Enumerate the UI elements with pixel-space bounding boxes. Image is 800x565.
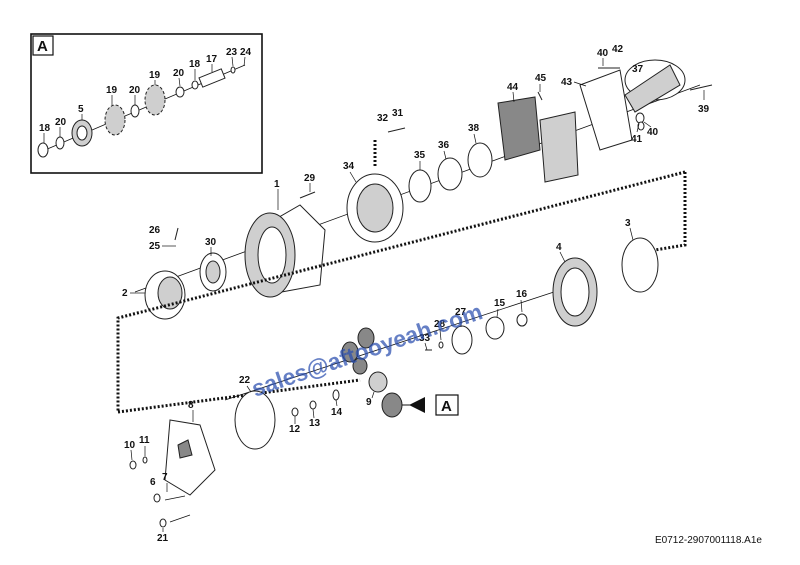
label-7: 7 — [162, 472, 168, 483]
label-23: 23 — [226, 47, 238, 58]
label-35: 35 — [414, 150, 426, 161]
label-36: 36 — [438, 140, 450, 151]
label-21: 21 — [157, 533, 169, 544]
label-44: 44 — [507, 82, 519, 93]
part-15 — [485, 316, 505, 340]
part-36 — [437, 157, 463, 191]
part-3-ring — [621, 237, 659, 293]
part-8-cover — [164, 419, 216, 496]
label-39: 39 — [698, 104, 710, 115]
label-19: 19 — [106, 85, 118, 96]
label-18: 18 — [189, 59, 201, 70]
label-4: 4 — [556, 242, 562, 253]
label-6: 6 — [150, 477, 156, 488]
detail-box-tag: A — [37, 38, 48, 55]
watermark: sales@aftooyeah.com — [248, 298, 486, 401]
label-10: 10 — [124, 440, 136, 451]
label-31: 31 — [392, 108, 404, 119]
label-29: 29 — [304, 173, 316, 184]
label-34: 34 — [343, 161, 355, 172]
label-27: 27 — [455, 307, 467, 318]
upper-labels: 1 2 3 4 26 25 30 29 34 35 36 38 32 31 44… — [122, 44, 710, 299]
label-8: 8 — [188, 400, 194, 411]
label-17: 17 — [206, 54, 218, 65]
part-9-sun-gear — [368, 371, 388, 393]
label-42: 42 — [612, 44, 624, 55]
dashed-connectors — [116, 140, 687, 414]
label-26: 26 — [149, 225, 161, 236]
label-33: 33 — [419, 333, 431, 344]
middle-labels: 15 16 27 28 33 9 22 12 13 14 8 10 11 6 7… — [124, 289, 528, 544]
callout-tag: A — [441, 398, 452, 415]
part-22-ring — [234, 390, 276, 450]
label-24: 24 — [240, 47, 252, 58]
part-38 — [467, 142, 493, 178]
upper-assembly — [134, 59, 713, 320]
part-27 — [451, 325, 473, 355]
detail-box-a: A 18 20 5 19 20 19 20 18 17 23 24 — [30, 33, 263, 174]
label-20: 20 — [173, 68, 185, 79]
label-20: 20 — [129, 85, 141, 96]
label-43: 43 — [561, 77, 573, 88]
label-19: 19 — [149, 70, 161, 81]
part-44-caliper — [497, 96, 541, 161]
label-32: 32 — [377, 113, 389, 124]
drawing-code: E0712-2907001118.A1e — [655, 535, 762, 546]
label-1: 1 — [274, 179, 280, 190]
label-13: 13 — [309, 418, 321, 429]
label-15: 15 — [494, 298, 506, 309]
label-40: 40 — [647, 127, 659, 138]
label-28: 28 — [434, 319, 446, 330]
label-37: 37 — [632, 64, 644, 75]
label-2: 2 — [122, 288, 128, 299]
label-9: 9 — [366, 397, 372, 408]
planetary-group — [129, 237, 659, 528]
label-25: 25 — [149, 241, 161, 252]
label-11: 11 — [139, 435, 150, 446]
label-5: 5 — [78, 104, 84, 115]
label-16: 16 — [516, 289, 528, 300]
callout-a: A — [402, 394, 459, 416]
part-35 — [408, 169, 432, 203]
label-14: 14 — [331, 407, 343, 418]
label-45: 45 — [535, 73, 547, 84]
label-18: 18 — [39, 123, 51, 134]
label-22: 22 — [239, 375, 251, 386]
label-20: 20 — [55, 117, 67, 128]
label-30: 30 — [205, 237, 217, 248]
part-43-bracket — [579, 69, 633, 151]
label-3: 3 — [625, 218, 631, 229]
label-12: 12 — [289, 424, 301, 435]
label-40: 40 — [597, 48, 609, 59]
label-41: 41 — [631, 134, 643, 145]
label-38: 38 — [468, 123, 480, 134]
part-a-gear — [381, 392, 403, 418]
